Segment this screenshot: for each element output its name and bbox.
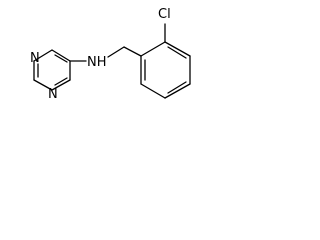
bond-pyrazine-c5-c6 xyxy=(51,49,71,62)
bond-pyrazine-n1-c2 xyxy=(51,79,71,91)
bond-benzene-3 xyxy=(164,83,191,99)
structure-canvas: Cl NH N N xyxy=(30,7,191,102)
bond-amine-to-methylene xyxy=(107,46,125,58)
atom-chlorine-label: Cl xyxy=(158,7,171,22)
atom-pyrazine-n-bottom-label: N xyxy=(48,87,58,102)
bond-benzene-double-3 xyxy=(167,46,187,59)
bond-benzene-5 xyxy=(164,41,191,57)
chemical-structure-diagram: Cl NH N N xyxy=(30,7,191,102)
bond-benzene-6 xyxy=(140,41,166,57)
bond-pyrazine-double-2 xyxy=(54,54,68,63)
bond-benzene-2 xyxy=(140,83,166,99)
atom-amine-label: NH xyxy=(87,55,107,70)
pyrazine-ring xyxy=(33,49,71,91)
atom-pyrazine-n-top-label: N xyxy=(30,51,40,66)
benzene-ring xyxy=(140,41,191,99)
bond-pyrazine-c2-c3 xyxy=(33,79,53,91)
bond-methylene-to-benzene xyxy=(123,46,142,57)
bond-benzene-double-2 xyxy=(167,81,187,94)
bond-pyrazine-double-3 xyxy=(54,77,68,86)
bond-pyrazine-n4-c5 xyxy=(33,49,53,62)
